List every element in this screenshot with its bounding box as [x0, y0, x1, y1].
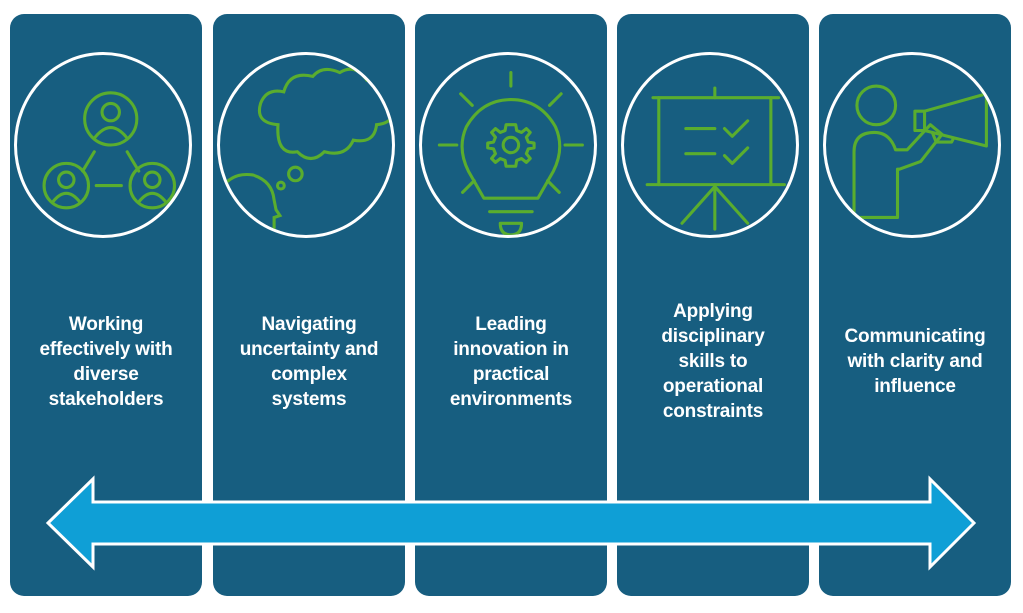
label-line: uncertainty and: [239, 339, 379, 360]
label-line: environments: [449, 389, 573, 410]
label-line: systems: [271, 389, 347, 410]
label-line: innovation in: [453, 339, 569, 360]
panel-stakeholders: Working effectively with diverse stakeho…: [10, 14, 202, 596]
label-line: Navigating: [261, 314, 357, 335]
label-line: stakeholders: [48, 389, 164, 410]
presentation-board-checklist-icon: [645, 86, 786, 231]
panel-label: Applying disciplinary skills to operatio…: [623, 299, 803, 424]
label-line: with clarity and: [847, 351, 983, 372]
label-line: disciplinary: [661, 326, 765, 347]
panel-label: Communicating with clarity and influence: [825, 324, 1005, 399]
person-megaphone-icon: [852, 84, 988, 220]
label-line: diverse: [73, 364, 139, 385]
label-line: complex: [271, 364, 347, 385]
panel-innovation: Leading innovation in practical environm…: [415, 14, 607, 596]
panel-disciplinary-skills: Applying disciplinary skills to operatio…: [617, 14, 809, 596]
panel-uncertainty: Navigating uncertainty and complex syste…: [213, 14, 405, 596]
panel-label: Leading innovation in practical environm…: [421, 312, 601, 412]
icon-circle: [621, 52, 799, 238]
label-line: skills to: [678, 351, 748, 372]
panel-communicating: Communicating with clarity and influence: [819, 14, 1011, 596]
label-line: Communicating: [844, 326, 986, 347]
icon-circle: [823, 52, 1001, 238]
lightbulb-gear-icon: [437, 70, 584, 235]
label-line: practical: [472, 364, 550, 385]
panel-label: Working effectively with diverse stakeho…: [16, 312, 196, 412]
thought-bubble-head-icon: [220, 67, 392, 235]
label-line: effectively with: [39, 339, 173, 360]
icon-circle: [14, 52, 192, 238]
people-network-icon: [42, 91, 177, 210]
icon-circle: [419, 52, 597, 238]
label-line: Leading: [475, 314, 547, 335]
panel-label: Navigating uncertainty and complex syste…: [219, 312, 399, 412]
label-line: influence: [874, 376, 956, 397]
label-line: constraints: [662, 401, 764, 422]
label-line: Applying: [673, 301, 753, 322]
label-line: Working: [68, 314, 144, 335]
icon-circle: [217, 52, 395, 238]
label-line: operational: [662, 376, 764, 397]
